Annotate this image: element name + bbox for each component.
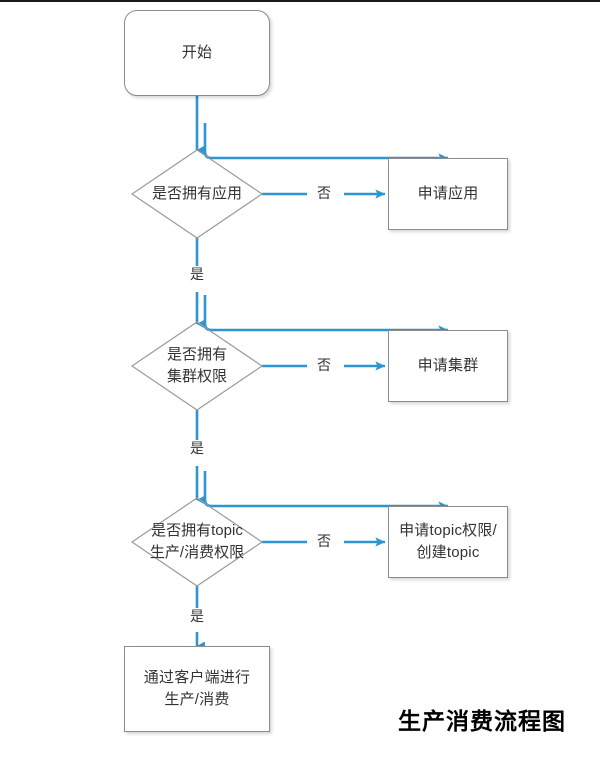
node-decision-topic-line2: 生产/消费权限 <box>149 544 245 561</box>
node-decision-cluster-line1: 是否拥有 <box>166 346 227 364</box>
top-border-line <box>0 0 600 2</box>
edge-label-cluster-no: 否 <box>313 357 335 375</box>
edge-label-app-no: 否 <box>313 185 335 203</box>
node-decision-cluster-line2: 集群权限 <box>166 368 227 385</box>
node-action-topic-line2: 创建topic <box>416 544 480 561</box>
node-end[interactable]: 通过客户端进行 生产/消费 <box>124 646 270 732</box>
node-action-cluster[interactable]: 申请集群 <box>388 330 508 402</box>
edge-label-topic-no: 否 <box>313 533 335 551</box>
node-action-topic-line1: 申请topic权限/ <box>399 522 497 540</box>
diagram-title: 生产消费流程图 <box>398 708 566 734</box>
edge-label-app-yes: 是 <box>186 266 208 284</box>
node-start[interactable]: 开始 <box>124 10 270 96</box>
node-start-label: 开始 <box>181 44 213 62</box>
node-action-topic[interactable]: 申请topic权限/ 创建topic <box>388 506 508 578</box>
node-decision-cluster-label: 是否拥有 集群权限 <box>132 322 262 410</box>
edge-label-topic-yes: 是 <box>186 608 208 626</box>
node-action-app[interactable]: 申请应用 <box>388 158 508 230</box>
node-decision-topic[interactable]: 是否拥有topic 生产/消费权限 <box>132 498 262 586</box>
node-decision-app[interactable]: 是否拥有应用 <box>132 150 262 238</box>
node-decision-cluster[interactable]: 是否拥有 集群权限 <box>132 322 262 410</box>
node-end-line2: 生产/消费 <box>164 691 230 708</box>
node-action-cluster-label: 申请集群 <box>417 357 479 375</box>
node-decision-app-label: 是否拥有应用 <box>151 185 242 203</box>
node-decision-topic-line1: 是否拥有topic <box>151 522 243 540</box>
node-decision-topic-label: 是否拥有topic 生产/消费权限 <box>132 498 262 586</box>
node-end-line1: 通过客户端进行 <box>143 669 251 687</box>
node-action-app-label: 申请应用 <box>417 185 479 203</box>
edge-label-cluster-yes: 是 <box>186 440 208 458</box>
